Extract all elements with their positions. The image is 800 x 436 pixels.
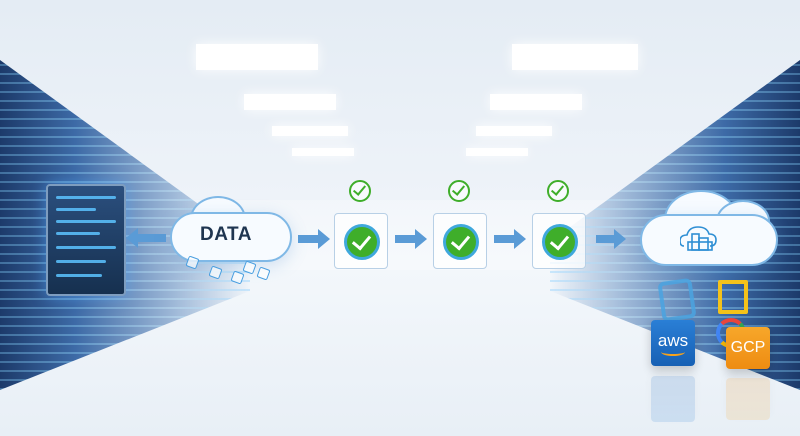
gcp-badge: GCP bbox=[726, 327, 770, 369]
aws-badge: aws bbox=[651, 320, 695, 366]
ceiling-light bbox=[196, 44, 318, 70]
pipeline-step-3 bbox=[532, 213, 586, 269]
aws-smile-icon bbox=[661, 348, 685, 356]
arrow-right-icon bbox=[596, 229, 626, 249]
ceiling-light bbox=[476, 126, 552, 136]
check-small-icon bbox=[448, 180, 470, 202]
ceiling-light bbox=[292, 148, 354, 156]
pipeline-step-1 bbox=[334, 213, 388, 269]
aws-reflection bbox=[651, 376, 695, 422]
ceiling-light bbox=[512, 44, 638, 70]
pipeline-step-2 bbox=[433, 213, 487, 269]
check-circle-icon bbox=[443, 224, 479, 260]
check-circle-icon bbox=[542, 224, 578, 260]
kubernetes-like-icon bbox=[657, 277, 697, 323]
ceiling-light bbox=[490, 94, 582, 110]
ceiling-light bbox=[466, 148, 528, 156]
arrow-right-icon bbox=[395, 229, 427, 249]
gcp-reflection bbox=[726, 378, 770, 420]
check-small-icon bbox=[349, 180, 371, 202]
cloud-building-icon bbox=[680, 226, 717, 251]
arrow-right-icon bbox=[494, 229, 526, 249]
server-rack-icon bbox=[46, 184, 126, 296]
arrow-left-icon bbox=[126, 228, 166, 248]
ceiling-light bbox=[272, 126, 348, 136]
arrow-right-icon bbox=[298, 229, 330, 249]
check-circle-icon bbox=[344, 224, 380, 260]
check-small-icon bbox=[547, 180, 569, 202]
aws-label: aws bbox=[657, 330, 689, 350]
gcp-label: GCP bbox=[730, 339, 766, 356]
data-cloud-label: DATA bbox=[200, 224, 252, 245]
ceiling-light bbox=[244, 94, 336, 110]
provider-glyph-icon bbox=[718, 280, 748, 314]
